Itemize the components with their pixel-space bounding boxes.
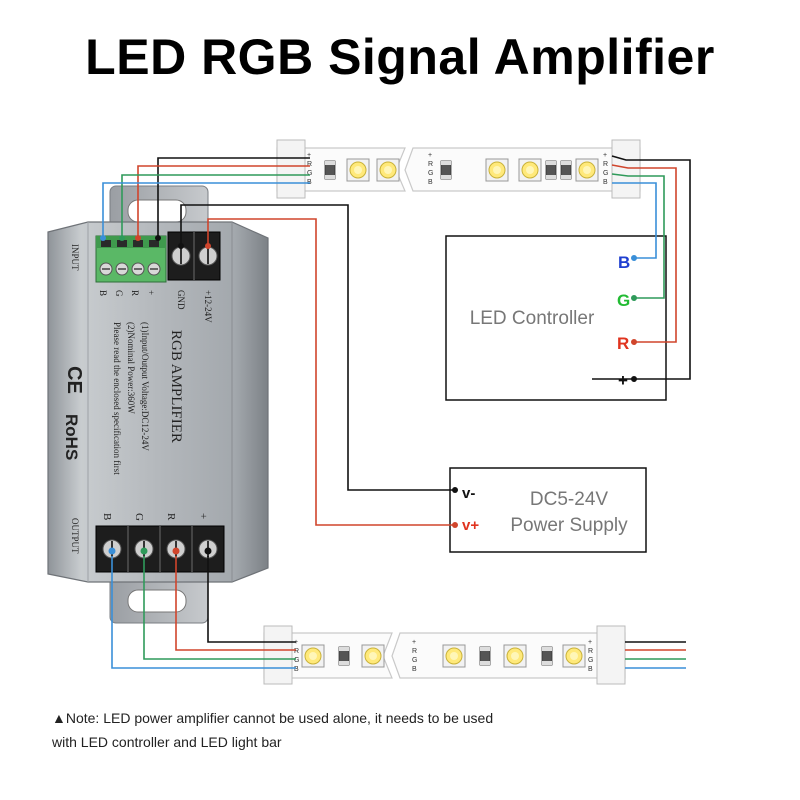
input-label: INPUT	[70, 244, 80, 271]
input-terminal-plus: +	[146, 290, 156, 295]
svg-text:R: R	[412, 648, 417, 655]
smd-resistor	[338, 646, 350, 666]
svg-text:R: R	[307, 161, 312, 168]
wires	[102, 155, 691, 669]
smd-resistor	[440, 160, 452, 180]
page-title: LED RGB Signal Amplifier	[85, 29, 715, 85]
led-chip	[485, 158, 509, 182]
input-terminal-g: G	[114, 290, 124, 297]
rohs-mark: RoHS	[62, 414, 81, 460]
smd-resistor	[479, 646, 491, 666]
controller-pin-g: G	[617, 291, 630, 310]
svg-text:G: G	[588, 657, 593, 664]
svg-text:B: B	[603, 179, 608, 186]
wire-input-b	[102, 182, 310, 238]
controller-pin-b: B	[618, 253, 630, 272]
svg-text:R: R	[428, 161, 433, 168]
smd-resistor	[545, 160, 557, 180]
led-chip	[442, 644, 466, 668]
input-terminal-r: R	[130, 290, 140, 296]
bottom-led-strip: + R G B + R G B + R G B	[263, 625, 626, 685]
svg-text:G: G	[307, 170, 312, 177]
spec-line-1: (1)Input/Output Voltage:DC12-24V	[140, 322, 150, 451]
wire-controller-r	[611, 164, 677, 343]
bottom-strip-pin-labels: + R G B + R G B + R G B	[294, 639, 593, 673]
wire-controller-b	[612, 182, 657, 259]
svg-text:B: B	[588, 666, 593, 673]
spec-line-3: Please read the enclosed specification f…	[112, 322, 122, 475]
svg-text:G: G	[412, 657, 417, 664]
wire-input-g	[121, 174, 310, 238]
svg-text:+: +	[307, 152, 311, 159]
smd-resistor	[541, 646, 553, 666]
power-supply: DC5-24V Power Supply v- v+	[449, 467, 647, 553]
controller-label: LED Controller	[470, 308, 595, 329]
svg-text:R: R	[588, 648, 593, 655]
led-controller: LED Controller B G R +	[445, 235, 667, 401]
svg-text:G: G	[603, 170, 608, 177]
power-supply-v-minus: v-	[462, 485, 475, 502]
controller-pin-r: R	[617, 334, 629, 353]
led-chip	[575, 158, 599, 182]
connection-dots	[100, 235, 637, 555]
svg-text:B: B	[412, 666, 417, 673]
wire-controller-plus	[592, 155, 691, 380]
svg-text:B: B	[428, 179, 433, 186]
led-chip	[346, 158, 370, 182]
svg-text:G: G	[428, 170, 433, 177]
wire-input-plus	[157, 157, 310, 238]
output-label: OUTPUT	[70, 518, 80, 554]
svg-text:+: +	[428, 152, 432, 159]
wire-output-g	[143, 556, 296, 660]
power-supply-voltage: DC5-24V	[530, 489, 608, 510]
svg-text:+: +	[294, 639, 298, 646]
led-chip	[376, 158, 400, 182]
ce-mark: CE	[63, 366, 85, 394]
output-terminal-b: B	[101, 513, 113, 520]
svg-text:+: +	[603, 152, 607, 159]
gnd-label: GND	[176, 290, 186, 310]
input-terminal-b: B	[98, 290, 108, 296]
led-chip	[503, 644, 527, 668]
wire-output-plus	[207, 556, 296, 643]
smd-resistor	[560, 160, 572, 180]
spec-line-2: (2)Nominal Power:360W	[126, 322, 136, 414]
svg-text:R: R	[603, 161, 608, 168]
led-chip	[518, 158, 542, 182]
wire-power-plus	[207, 218, 455, 526]
led-chip	[562, 644, 586, 668]
svg-text:+: +	[412, 639, 416, 646]
led-chip	[361, 644, 385, 668]
controller-pin-plus: +	[618, 371, 628, 390]
svg-text:+: +	[588, 639, 592, 646]
output-terminal-plus: +	[197, 513, 209, 519]
svg-text:R: R	[294, 648, 299, 655]
top-led-strip: + R G B + R G B + R G B	[276, 139, 641, 199]
wire-output-b	[111, 556, 296, 669]
power-supply-v-plus: v+	[462, 517, 479, 534]
output-terminal-g: G	[133, 513, 145, 521]
output-terminal-r: R	[165, 513, 177, 521]
usage-note: ▲Note: LED power amplifier cannot be use…	[52, 710, 494, 750]
svg-text:G: G	[294, 657, 299, 664]
smd-resistor	[324, 160, 336, 180]
amplifier-name: RGB AMPLIFIER	[168, 330, 184, 443]
wire-power-minus	[180, 204, 455, 491]
rgb-amplifier: INPUT OUTPUT B G R + GND +12-24V RGB AMP…	[47, 185, 269, 624]
wire-output-r	[175, 556, 296, 651]
wire-controller-g	[611, 173, 665, 299]
wire-input-r	[137, 165, 310, 238]
led-chip	[301, 644, 325, 668]
voltage-label: +12-24V	[203, 290, 213, 323]
power-supply-label: Power Supply	[510, 515, 628, 536]
svg-text:B: B	[294, 666, 299, 673]
